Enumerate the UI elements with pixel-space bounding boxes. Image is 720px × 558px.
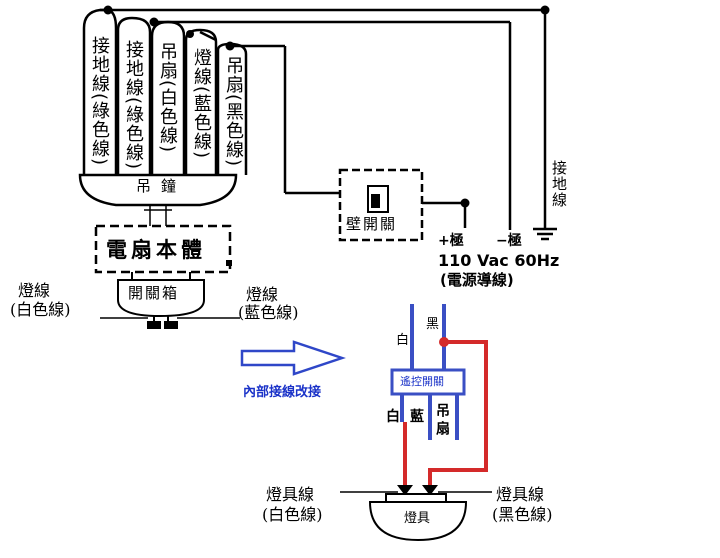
switch-box-shape [117,272,205,318]
lamp-right-line2: (黑色線) [492,505,553,524]
wire-label-fan-white: 吊扇(白色線) [157,42,178,154]
rewire-arrow [240,340,346,376]
wire-junction-dots [103,5,550,208]
light-wire-left-line1: 燈線 [18,281,51,300]
lamp-left-line2: (白色線) [262,505,323,524]
red-junction-dot [439,337,449,347]
lamp-connectors [340,485,492,496]
wire-label-ground-1: 接地線(綠色線) [89,36,110,167]
rewire-label: 內部接線改接 [243,385,322,400]
power-minus: −極 [496,233,522,249]
remote-out-fan: 吊扇 [434,403,450,439]
fan-body-tab [226,260,232,266]
power-plus: +極 [438,233,464,249]
input-wires [410,304,446,372]
red-wires [403,340,488,486]
power-voltage: 110 Vac 60Hz [438,251,560,270]
wall-switch-label: 壁開關 [346,215,398,233]
ground-symbol [533,227,557,241]
remote-switch-box [390,368,466,396]
switch-box-label: 開關箱 [128,284,180,302]
fan-body-box [94,224,232,274]
lamp-left-line1: 燈具線 [266,485,315,504]
ground-wires [100,8,547,230]
remote-out-blue: 藍 [410,409,424,425]
light-wire-left-line2: (白色線) [10,300,71,319]
wire-label-fan-black: 吊扇(黑色線) [223,56,244,168]
lamp-body-label: 燈具 [404,511,431,526]
light-wire-right-line2: (藍色線) [238,303,299,322]
light-wire-right-line1: 燈線 [246,285,279,304]
canopy [78,173,238,207]
lamp-body-shape [368,493,468,542]
remote-in-white: 白 [396,333,410,348]
lamp-right-line1: 燈具線 [496,485,545,504]
wire-label-ground-2: 接地線(綠色線) [123,40,144,171]
canopy-label: 吊鐘 [136,177,187,195]
wire-label-light-blue: 燈線(藍色線) [191,48,212,160]
fan-body-label: 電扇本體 [106,237,206,262]
switch-box-leads [100,316,240,329]
remote-box-label: 遙控開關 [400,375,444,388]
output-wires [400,394,459,440]
power-source: (電源導線) [440,271,514,289]
downrod [144,205,172,226]
remote-out-white: 白 [386,409,400,425]
ground-label: 接地線 [550,160,568,208]
remote-in-black: 黑 [426,317,440,332]
